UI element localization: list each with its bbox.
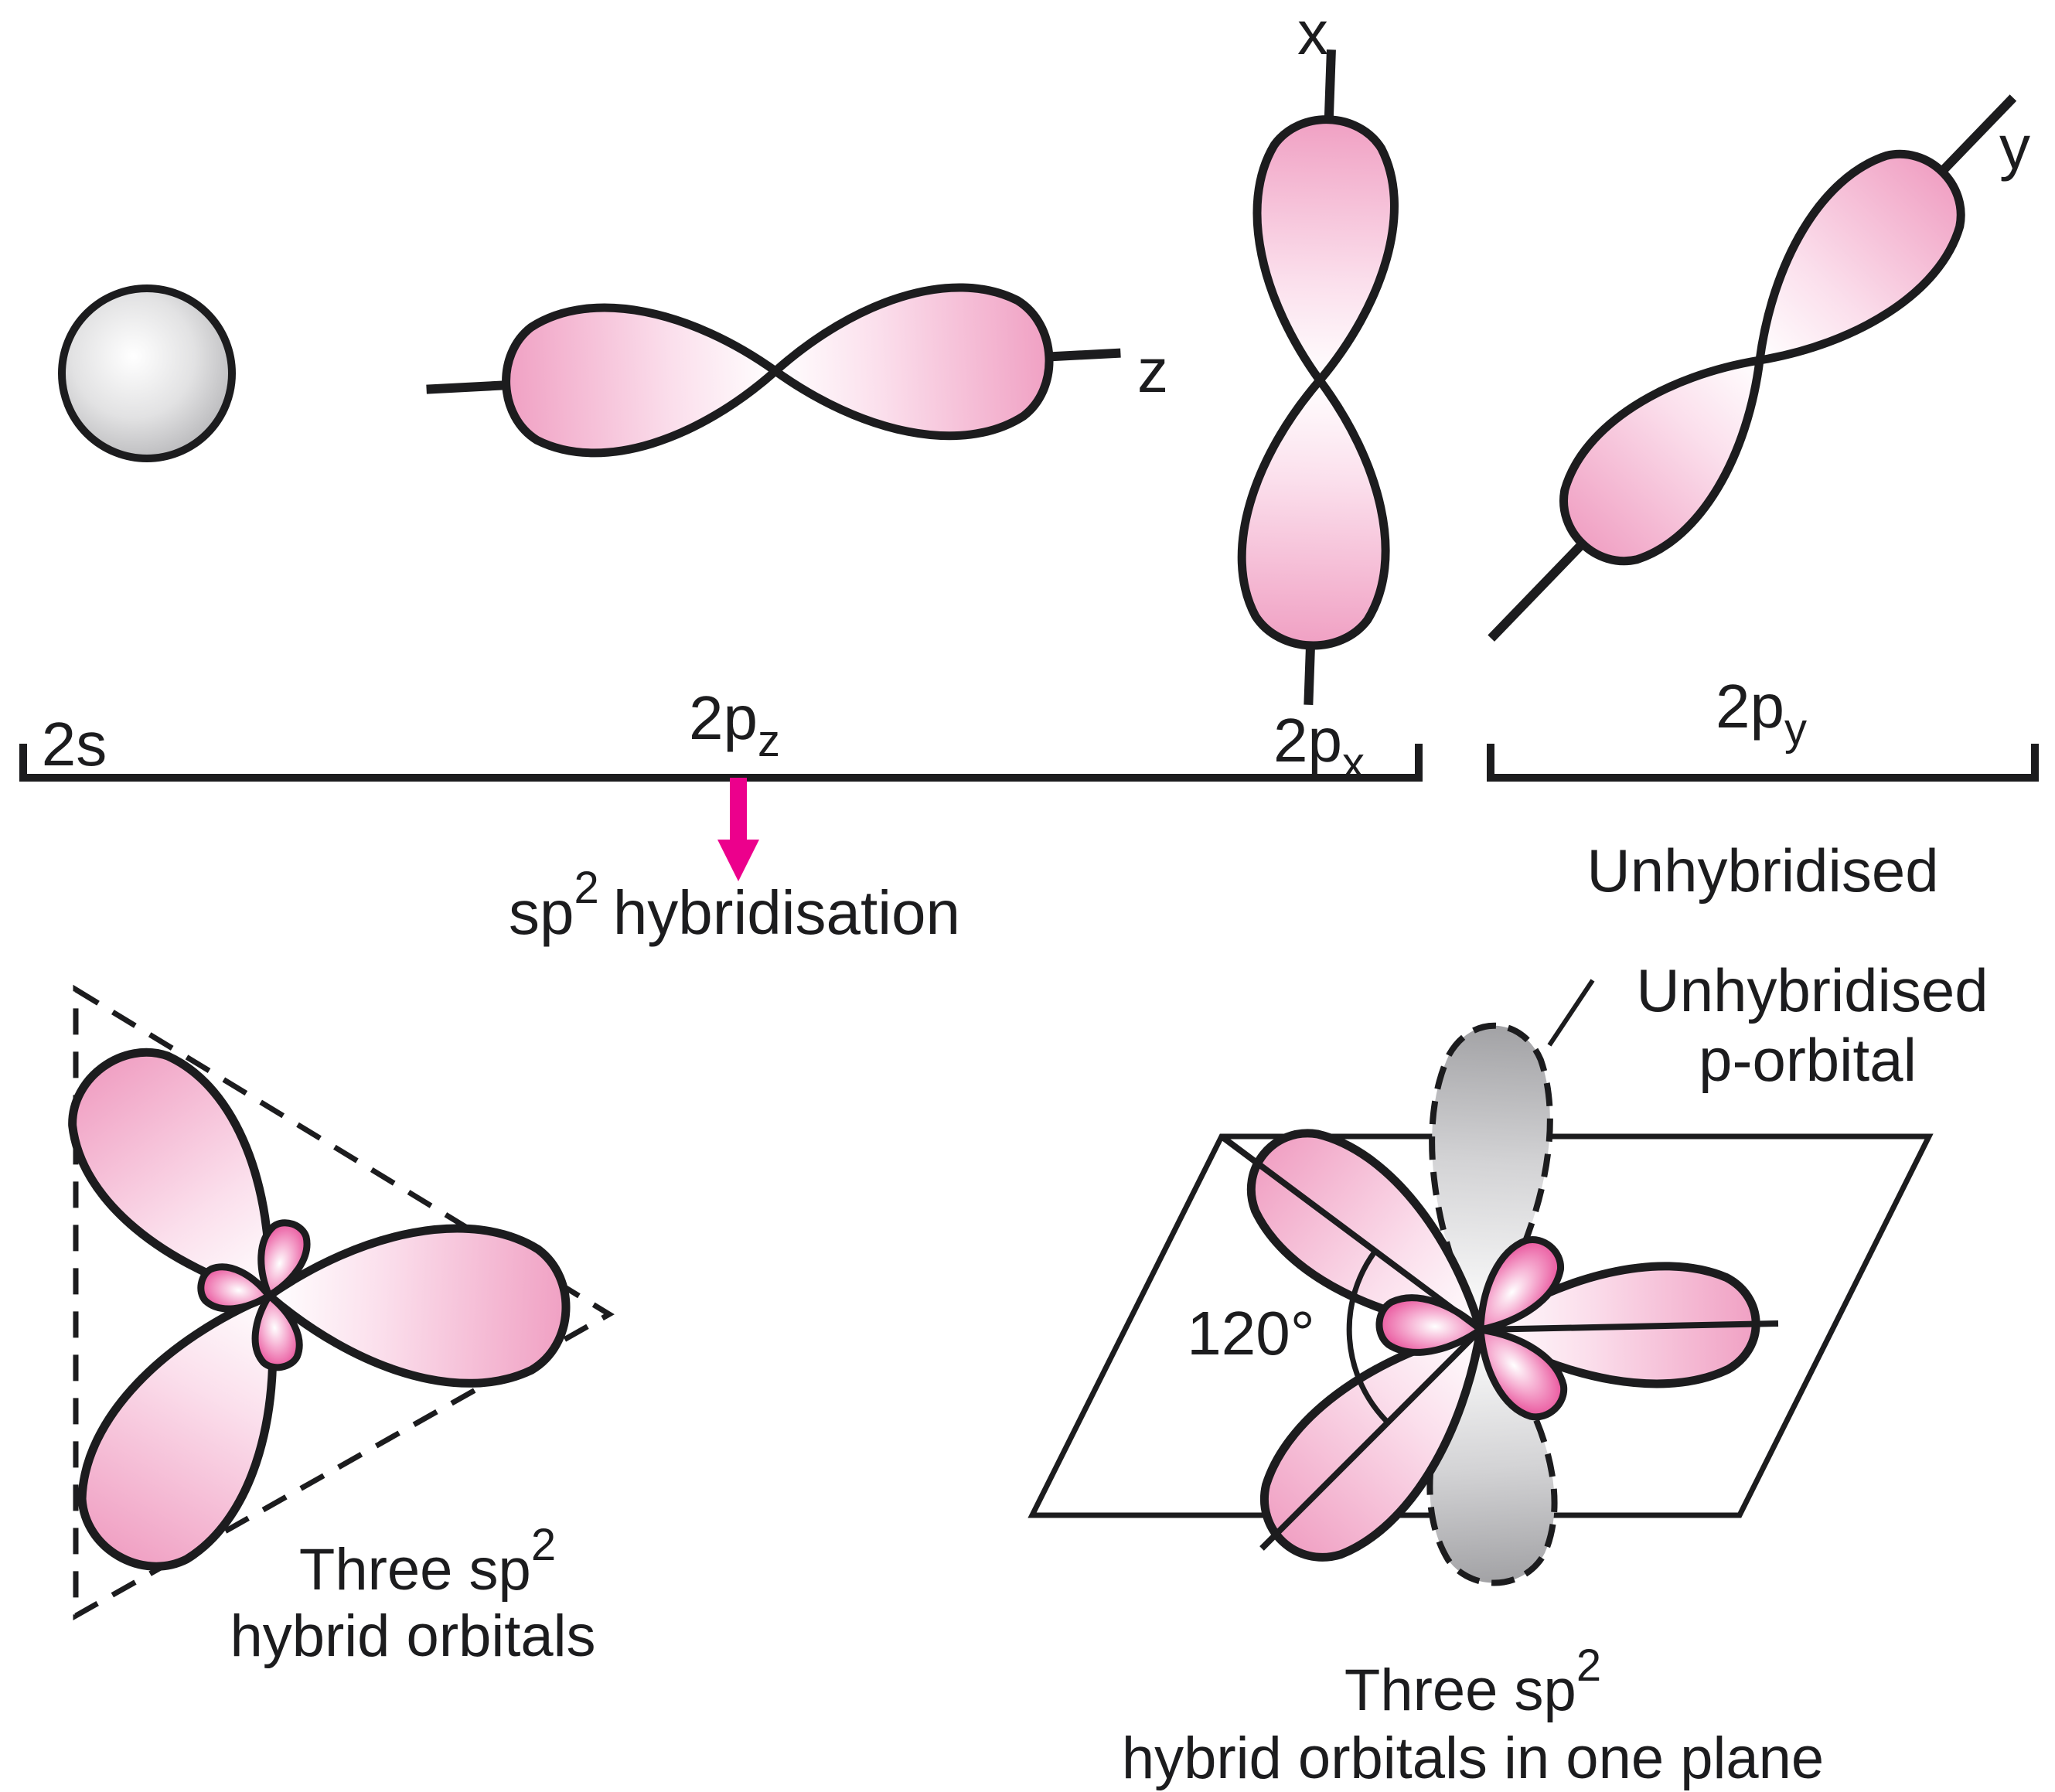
pz-label-sub: z	[758, 716, 780, 766]
py-orbital-label: 2py	[1716, 672, 1807, 755]
unhybridised-bracket	[1487, 744, 2039, 782]
hybridisation-sup: 2	[574, 863, 599, 913]
pz-lobe-left	[503, 298, 779, 457]
hybridisation-rest: hybridisation	[613, 878, 960, 947]
pz-lobe-right	[772, 283, 1053, 445]
hybridisation-sp: sp	[509, 878, 574, 947]
pz-orbital-label: 2pz	[689, 683, 780, 766]
left-caption-sup: 2	[531, 1520, 556, 1570]
px-orbital	[1237, 49, 1403, 705]
py-orbital	[1488, 94, 2017, 642]
right-caption-line2: hybrid orbitals in one plane	[1122, 1726, 1824, 1791]
sp2-lobes-in-plane	[1219, 1105, 1779, 1586]
axis-lower-left	[1259, 1327, 1483, 1551]
px-label-sub: x	[1342, 738, 1365, 789]
s-orbital-label: 2s	[42, 710, 107, 778]
trigonal-triangle-outline	[73, 984, 615, 1620]
p-orbital-label-line1: Unhybridised	[1636, 956, 1988, 1024]
angle-label: 120°	[1187, 1299, 1314, 1368]
sp2-hybrid-orbitals	[42, 1023, 570, 1595]
arrow-head	[717, 840, 759, 881]
hybrid-lobe-right	[265, 1218, 570, 1388]
hybridisation-caption: sp2 hybridisation	[509, 863, 960, 947]
left-caption-line2: hybrid orbitals	[230, 1603, 595, 1669]
unhybridised-label: Unhybridised	[1586, 836, 1938, 905]
py-label-main: 2p	[1716, 672, 1784, 741]
pz-orbital	[426, 279, 1121, 463]
p-orbital-label-line2: p-orbital	[1699, 1026, 1917, 1094]
s-orbital-sphere	[58, 284, 236, 462]
px-lobe-top	[1251, 118, 1397, 383]
pointer-line	[1547, 979, 1595, 1047]
right-caption-line1: Three sp2	[1344, 1640, 1601, 1723]
left-caption-line1: Three sp2	[299, 1520, 556, 1603]
axis-right	[1480, 1320, 1779, 1333]
right-caption-sup: 2	[1576, 1640, 1601, 1691]
axis-upper-left	[1219, 1133, 1483, 1333]
angle-arc	[1346, 1249, 1390, 1425]
z-axis-label: z	[1137, 336, 1168, 405]
arrow-shaft	[730, 778, 747, 841]
y-axis-label: y	[1999, 113, 2030, 182]
x-axis-label: x	[1297, 0, 1328, 67]
hybridisation-arrow	[717, 778, 759, 881]
px-label-main: 2p	[1273, 706, 1342, 775]
right-caption-main: Three sp	[1344, 1657, 1576, 1723]
hybridised-bracket	[19, 744, 1423, 782]
pz-label-main: 2p	[689, 683, 758, 752]
px-orbital-label: 2px	[1273, 706, 1365, 789]
left-caption-main: Three sp	[299, 1537, 531, 1603]
px-lobe-bottom	[1239, 378, 1392, 648]
py-label-sub: y	[1784, 704, 1807, 755]
